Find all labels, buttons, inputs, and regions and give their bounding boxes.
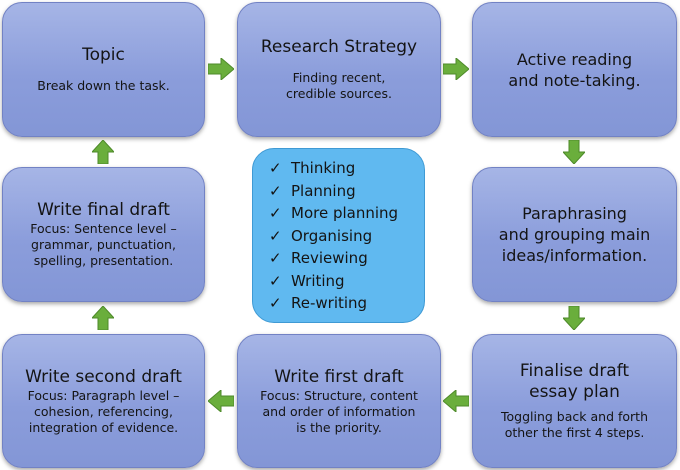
step-topic-body: Break down the task. [37,78,170,93]
step-topic-title: Topic [82,45,125,65]
checklist-item-label: Reviewing [291,249,368,267]
check-icon: ✓ [269,271,282,290]
step-finalise-body: Toggling back and forth other the first … [501,409,648,440]
check-icon: ✓ [269,226,282,245]
checklist-item-label: Writing [291,271,345,290]
checklist-item-label: More planning [291,204,399,222]
checklist-item: ✓ Organising [269,225,424,248]
check-icon: ✓ [269,249,282,267]
step-second-draft-body: Focus: Paragraph level – cohesion, refer… [27,387,180,435]
process-checklist: ✓ Thinking ✓ Planning ✓ More planning ✓ Orga… [252,148,425,323]
step-first-draft-title: Write first draft [274,366,404,387]
step-active-title: Active reading and note-taking. [508,49,641,90]
checklist-item: ✓ Re-writing [269,292,424,315]
checklist-item-label: Planning [291,181,356,200]
check-icon: ✓ [269,294,282,312]
checklist-item: ✓ Thinking [269,157,424,180]
step-final-draft: Write final draft Focus: Sentence level … [2,167,205,302]
step-topic: Topic Break down the task. [2,2,205,137]
checklist-item-label: Organising [291,226,373,245]
arrow-left-icon [208,390,234,412]
step-research-title: Research Strategy [260,37,418,57]
arrow-down-icon [563,140,585,164]
step-first-draft-body: Focus: Structure, content and order of i… [260,387,418,435]
check-icon: ✓ [269,204,282,222]
step-second-draft-title: Write second draft [25,366,182,387]
checklist-item: ✓ More planning [269,202,424,225]
arrow-down-icon [563,306,585,330]
step-finalise-title: Finalise draft essay plan [519,361,630,402]
step-second-draft: Write second draft Focus: Paragraph leve… [2,334,205,468]
step-paraphrasing: Paraphrasing and grouping main ideas/inf… [472,167,677,302]
arrow-right-icon [443,58,469,80]
checklist-item: ✓ Planning [269,180,424,203]
check-icon: ✓ [269,159,282,177]
step-final-draft-body: Focus: Sentence level – grammar, punctua… [30,221,177,268]
arrow-left-icon [443,390,469,412]
step-finalise-plan: Finalise draft essay plan Toggling back … [472,334,677,468]
step-research-body: Finding recent, credible sources. [286,70,392,101]
checklist-item-label: Re-writing [291,294,368,312]
arrow-up-icon [92,140,114,164]
checklist-item: ✓ Writing [269,270,424,293]
checklist-item: ✓ Reviewing [269,247,424,270]
arrow-right-icon [208,58,234,80]
checklist-item-label: Thinking [291,159,356,177]
arrow-up-icon [92,306,114,330]
step-research-strategy: Research Strategy Finding recent, credib… [237,2,441,137]
step-paraphrasing-title: Paraphrasing and grouping main ideas/inf… [498,204,651,265]
check-icon: ✓ [269,181,282,200]
checklist-items: ✓ Thinking ✓ Planning ✓ More planning ✓ Orga… [269,157,424,315]
step-first-draft: Write first draft Focus: Structure, cont… [237,334,441,468]
step-final-draft-title: Write final draft [37,200,170,220]
step-active-reading: Active reading and note-taking. [472,2,677,137]
